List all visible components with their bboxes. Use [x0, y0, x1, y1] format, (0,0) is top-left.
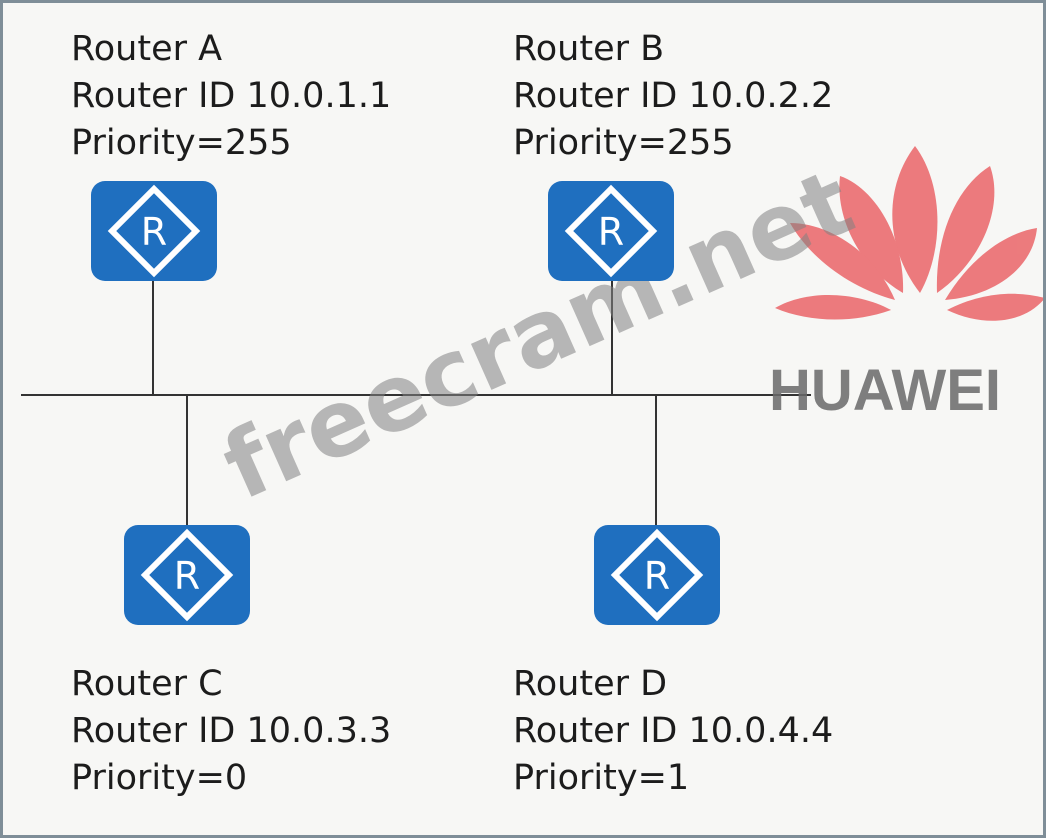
router-b-label: Router B Router ID 10.0.2.2 Priority=255 [513, 26, 833, 167]
router-b-icon-letter: R [598, 210, 624, 254]
router-c-icon-letter: R [174, 554, 200, 598]
router-b-priority: Priority=255 [513, 123, 734, 163]
router-a-label: Router A Router ID 10.0.1.1 Priority=255 [71, 26, 391, 167]
router-b-id: Router ID 10.0.2.2 [513, 76, 834, 116]
router-c-name: Router C [71, 664, 223, 704]
router-a-icon: R [91, 181, 217, 281]
router-d-name: Router D [513, 664, 668, 704]
router-d-priority: Priority=1 [513, 758, 690, 798]
router-a-id: Router ID 10.0.1.1 [71, 76, 392, 116]
router-d-label: Router D Router ID 10.0.4.4 Priority=1 [513, 661, 833, 802]
router-a-priority: Priority=255 [71, 123, 292, 163]
router-a-icon-letter: R [141, 210, 167, 254]
router-a-name: Router A [71, 29, 223, 69]
router-d-id: Router ID 10.0.4.4 [513, 711, 834, 751]
logo-text: HUAWEI [769, 358, 1001, 418]
network-links [21, 281, 811, 525]
router-c-priority: Priority=0 [71, 758, 248, 798]
router-b-name: Router B [513, 29, 665, 69]
router-d-icon-letter: R [644, 554, 670, 598]
router-c-icon: R [124, 525, 250, 625]
router-d-icon: R [594, 525, 720, 625]
huawei-logo: HUAWEI [769, 146, 1043, 418]
router-b-icon: R [548, 181, 674, 281]
router-c-id: Router ID 10.0.3.3 [71, 711, 392, 751]
router-c-label: Router C Router ID 10.0.3.3 Priority=0 [71, 661, 391, 802]
